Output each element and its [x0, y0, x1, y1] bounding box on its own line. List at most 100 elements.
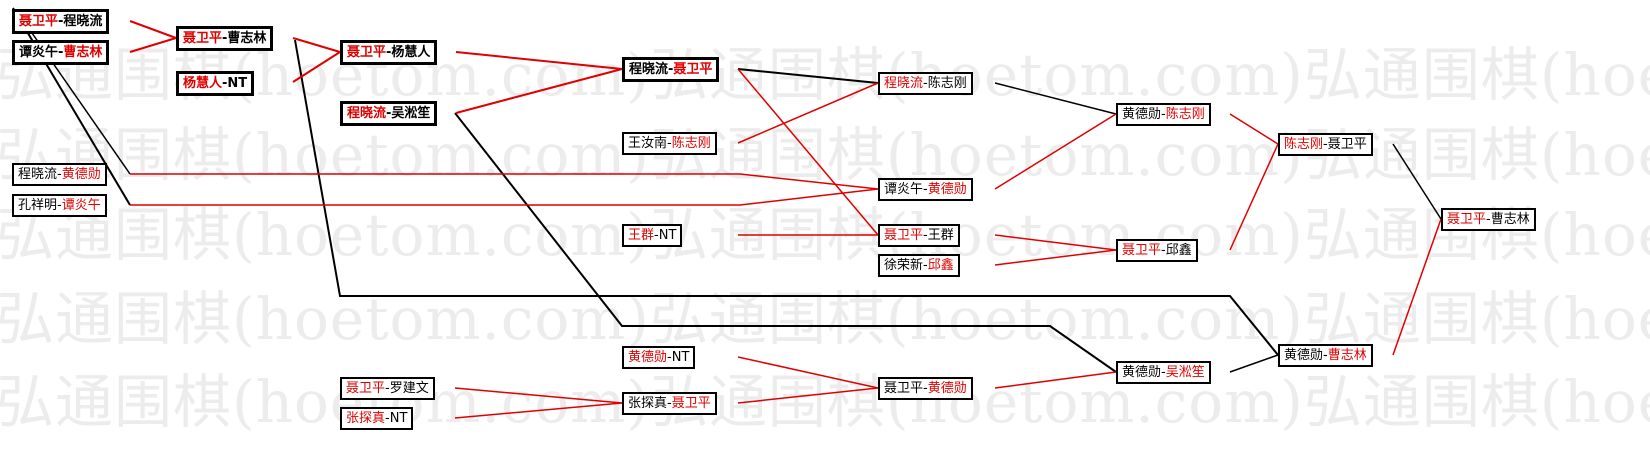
match-node[interactable]: 黄德勋-吴淞笙 [1116, 361, 1211, 384]
separator: - [57, 167, 62, 182]
separator: - [923, 258, 928, 273]
player-name: 王汝南 [628, 136, 668, 151]
player-name: NT [389, 411, 408, 426]
player-name: 杨慧人 [391, 45, 431, 60]
player-name: 谭炎午 [19, 45, 59, 60]
player-name: NT [671, 350, 690, 365]
match-node[interactable]: 王群-NT [622, 224, 683, 247]
player-name: 聂卫平 [1122, 243, 1162, 258]
player-name: 聂卫平 [183, 31, 223, 46]
player-name: 程晓流 [884, 76, 924, 91]
connector-line [129, 37, 177, 53]
connector-line [1392, 143, 1442, 220]
match-node[interactable]: 程晓流-吴淞笙 [340, 101, 438, 126]
connector-line [737, 82, 879, 144]
player-name: 程晓流 [347, 106, 387, 121]
match-node[interactable]: 聂卫平-杨慧人 [340, 40, 438, 65]
connector-line [454, 112, 1117, 373]
match-node[interactable]: 聂卫平-罗建文 [340, 377, 435, 400]
separator: - [1323, 137, 1328, 152]
player-name: 罗建文 [389, 381, 429, 396]
separator: - [923, 182, 928, 197]
separator: - [923, 381, 928, 396]
separator: - [1161, 365, 1166, 380]
match-node[interactable]: 陈志刚-聂卫平 [1278, 133, 1373, 156]
separator: - [667, 136, 672, 151]
player-name: 邱鑫 [927, 258, 954, 273]
connector-line [1392, 218, 1442, 356]
separator: - [58, 14, 64, 29]
connector-line [1229, 354, 1279, 373]
connector-line [737, 387, 879, 404]
match-node[interactable]: 张探真-聂卫平 [622, 392, 717, 415]
separator: - [667, 350, 672, 365]
player-name: NT [658, 228, 677, 243]
final-match-node[interactable]: 聂卫平-曹志林 [1441, 208, 1536, 231]
player-name: 黄德勋 [1122, 365, 1162, 380]
player-name: 王群 [628, 228, 655, 243]
match-node[interactable]: 谭炎午-曹志林 [12, 40, 110, 65]
connector-line [292, 37, 341, 53]
player-name: 黄德勋 [61, 167, 101, 182]
connector-line [294, 39, 1279, 356]
match-node[interactable]: 黄德勋-陈志刚 [1116, 103, 1211, 126]
match-node[interactable]: 谭炎午-黄德勋 [878, 178, 973, 201]
player-name: 吴淞笙 [391, 106, 431, 121]
player-name: 黄德勋 [927, 381, 967, 396]
separator: - [385, 381, 390, 396]
player-name: 聂卫平 [346, 381, 386, 396]
separator: - [222, 76, 228, 91]
player-name: NT [227, 76, 248, 91]
match-node[interactable]: 聂卫平-邱鑫 [1116, 239, 1198, 262]
match-node[interactable]: 聂卫平-曹志林 [176, 26, 274, 51]
player-name: 吴淞笙 [1165, 365, 1205, 380]
connector-line [994, 371, 1117, 389]
match-node[interactable]: 孔祥明-谭炎午 [12, 194, 107, 217]
separator: - [386, 45, 392, 60]
player-name: 程晓流 [63, 14, 103, 29]
separator: - [385, 411, 390, 426]
separator: - [386, 106, 392, 121]
match-node[interactable]: 程晓流-陈志刚 [878, 72, 973, 95]
player-name: 谭炎午 [61, 198, 101, 213]
connector-line [737, 68, 879, 84]
match-node[interactable]: 程晓流-黄德勋 [12, 163, 107, 186]
player-name: 曹志林 [1490, 212, 1530, 227]
match-node[interactable]: 黄德勋-NT [622, 346, 696, 369]
player-name: 陈志刚 [671, 136, 711, 151]
separator: - [1486, 212, 1491, 227]
player-name: 黄德勋 [1122, 107, 1162, 122]
separator: - [1161, 107, 1166, 122]
connector-line [1229, 143, 1279, 251]
connector-line [994, 249, 1117, 266]
match-node[interactable]: 程晓流-聂卫平 [622, 57, 720, 82]
player-name: 聂卫平 [19, 14, 59, 29]
match-node[interactable]: 聂卫平-程晓流 [12, 9, 110, 34]
match-node[interactable]: 张探真-NT [340, 407, 414, 430]
player-name: 谭炎午 [884, 182, 924, 197]
separator: - [1161, 243, 1166, 258]
match-node[interactable]: 聂卫平-王群 [878, 224, 960, 247]
player-name: 陈志刚 [1165, 107, 1205, 122]
player-name: 邱鑫 [1165, 243, 1192, 258]
player-name: 聂卫平 [1447, 212, 1487, 227]
player-name: 陈志刚 [927, 76, 967, 91]
connector-line [15, 9, 131, 175]
player-name: 张探真 [628, 396, 668, 411]
player-name: 程晓流 [629, 62, 669, 77]
match-node[interactable]: 聂卫平-黄德勋 [878, 377, 973, 400]
match-node[interactable]: 杨慧人-NT [176, 71, 255, 96]
player-name: 黄德勋 [927, 182, 967, 197]
match-node[interactable]: 徐荣新-邱鑫 [878, 254, 960, 277]
connector-line [455, 51, 623, 70]
player-name: 聂卫平 [1327, 137, 1367, 152]
separator: - [58, 45, 64, 60]
separator: - [222, 31, 228, 46]
match-node[interactable]: 黄德勋-曹志林 [1278, 344, 1373, 367]
match-node[interactable]: 王汝南-陈志刚 [622, 132, 717, 155]
connector-line [454, 402, 623, 419]
connector-line [129, 20, 177, 39]
player-name: 程晓流 [18, 167, 58, 182]
player-name: 王群 [927, 228, 954, 243]
